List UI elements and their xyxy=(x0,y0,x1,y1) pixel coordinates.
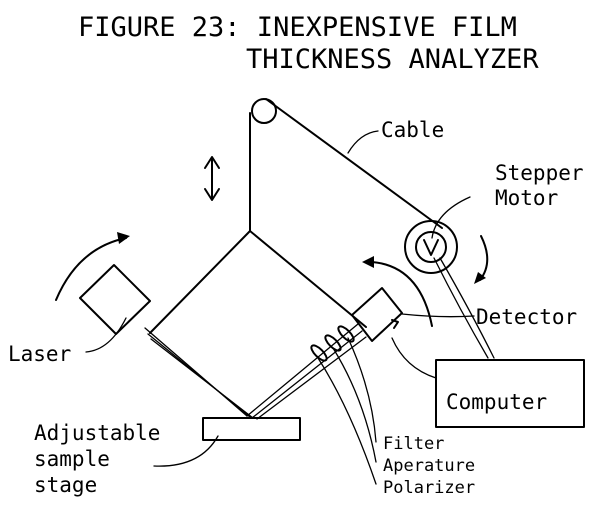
laser-label: Laser xyxy=(8,342,71,366)
motor-wire-1 xyxy=(433,257,489,359)
stepper-motor xyxy=(404,220,458,274)
polarizer-label: Polarizer xyxy=(383,478,475,498)
filter-label: Filter xyxy=(383,434,444,454)
filter-leader-line xyxy=(347,337,377,443)
stepper-label-line-1: Stepper xyxy=(495,161,584,185)
reflected-beam xyxy=(246,323,367,420)
stage-label-line-1: Adjustable xyxy=(34,421,160,445)
detector-wire xyxy=(391,337,437,379)
stage-label-line-3: stage xyxy=(34,473,97,497)
incident-beam xyxy=(144,327,254,419)
stage-leader-line xyxy=(153,435,219,467)
aperture-label: Aperature xyxy=(383,456,475,476)
aperture-leader-line xyxy=(332,347,377,463)
detector-rotation-arrow xyxy=(371,261,433,327)
detector-label: Detector xyxy=(476,305,577,329)
pulley xyxy=(251,98,277,124)
laser xyxy=(79,264,151,335)
figure-title-line-2: THICKNESS ANALYZER xyxy=(246,44,539,75)
motor-rotation-arrow xyxy=(479,235,489,281)
sample-stage xyxy=(202,417,301,441)
figure-title-line-1: FIGURE 23: INEXPENSIVE FILM xyxy=(78,12,517,43)
polarizer-element xyxy=(310,344,328,362)
optical-elements xyxy=(310,325,355,362)
vertical-motion-arrow xyxy=(204,156,220,201)
laser-arm xyxy=(149,230,251,334)
detector-leader-line xyxy=(401,313,475,318)
stepper-leader-line xyxy=(431,196,471,239)
polarizer-leader-line xyxy=(317,357,377,485)
aperture-element xyxy=(324,334,342,352)
filter-element xyxy=(337,325,355,343)
detector-arm xyxy=(249,230,367,328)
cable-leader-line xyxy=(347,130,379,154)
laser-rotation-arrow xyxy=(55,237,127,301)
motor-wire-2 xyxy=(439,257,495,359)
computer xyxy=(435,359,585,428)
laser-leader-line xyxy=(85,317,127,353)
cable-label: Cable xyxy=(381,118,444,142)
stepper-label-line-2: Motor xyxy=(495,186,558,210)
cable xyxy=(265,98,443,229)
computer-label: Computer xyxy=(446,390,547,414)
stage-label-line-2: sample xyxy=(34,447,110,471)
detector xyxy=(351,287,403,342)
